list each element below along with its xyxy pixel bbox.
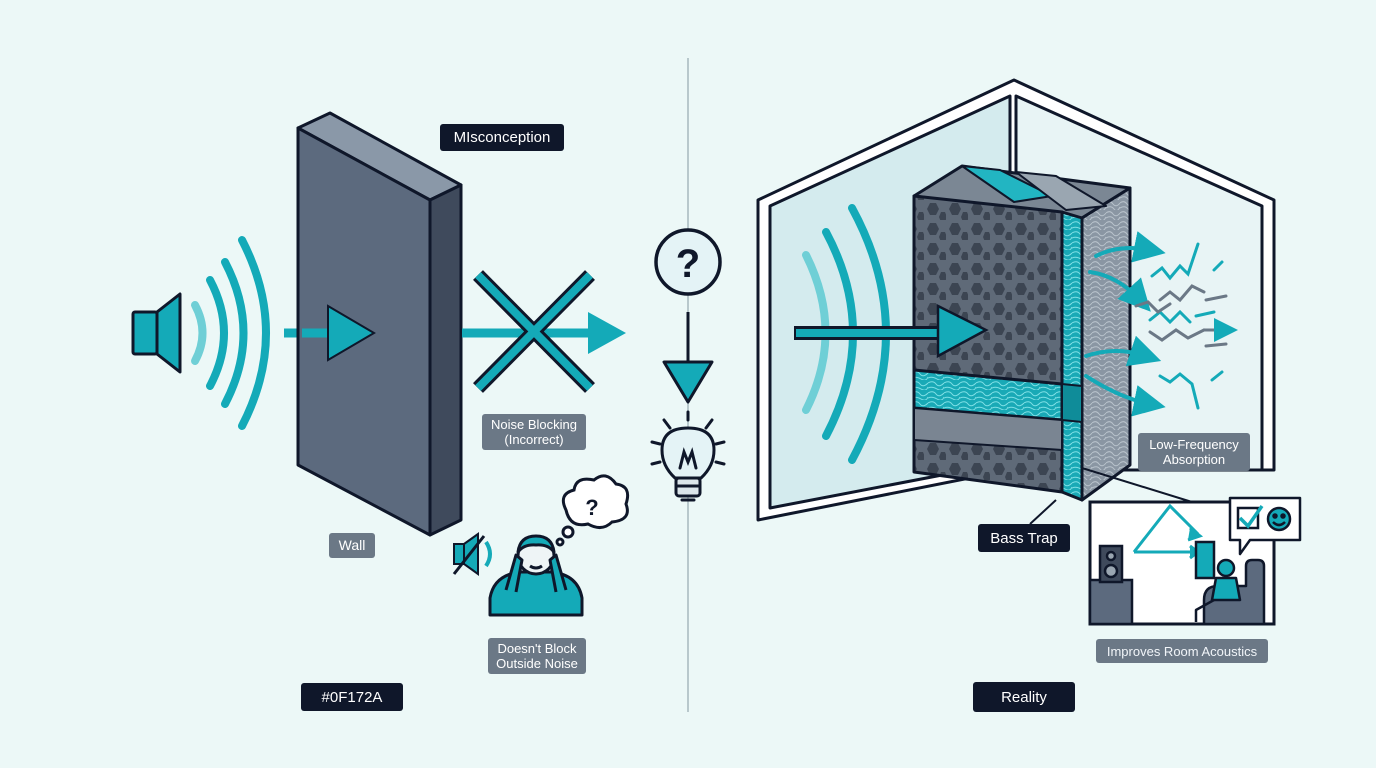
wall-block-icon [296,111,463,537]
speaker-icon [131,292,182,374]
outside-noise-label: Doesn't Block Outside Noise [488,638,586,674]
question-mark: ? [676,242,700,286]
arrow-into-trap [794,303,989,359]
reality-label: Reality [973,682,1075,712]
question-circle-icon [654,228,722,296]
left-bottom-label: #0F172A [301,683,403,711]
room-acoustics-label: Improves Room Acoustics [1096,639,1268,663]
loudspeaker-icon [1088,544,1134,626]
checkbox-icon [1236,504,1264,530]
thought-bubble-icon [555,474,630,547]
sound-waves-icon [191,236,270,430]
wall-panel-small [1194,540,1216,580]
muted-speaker-icon [452,532,492,576]
callout-lines [1029,467,1193,525]
noise-blocking-label: Noise Blocking (Incorrect) [482,414,586,450]
absorbed-wave-arrows [1084,231,1238,417]
cross-icon [473,270,595,393]
smiley-icon [1266,506,1292,532]
wall-label: Wall [329,533,375,558]
down-arrow-icon [662,312,714,404]
absorption-label: Low-Frequency Absorption [1138,433,1250,471]
misconception-label: MIsconception [440,124,564,151]
arrow-head-on-wall [327,304,376,362]
listener-chair-icon [1194,558,1266,626]
lightbulb-icon [650,410,726,502]
thought-question-mark: ? [585,495,598,520]
person-covering-ears-icon [488,534,584,617]
bass-trap-panel-icon [912,164,1132,502]
bass-trap-label: Bass Trap [978,524,1070,552]
